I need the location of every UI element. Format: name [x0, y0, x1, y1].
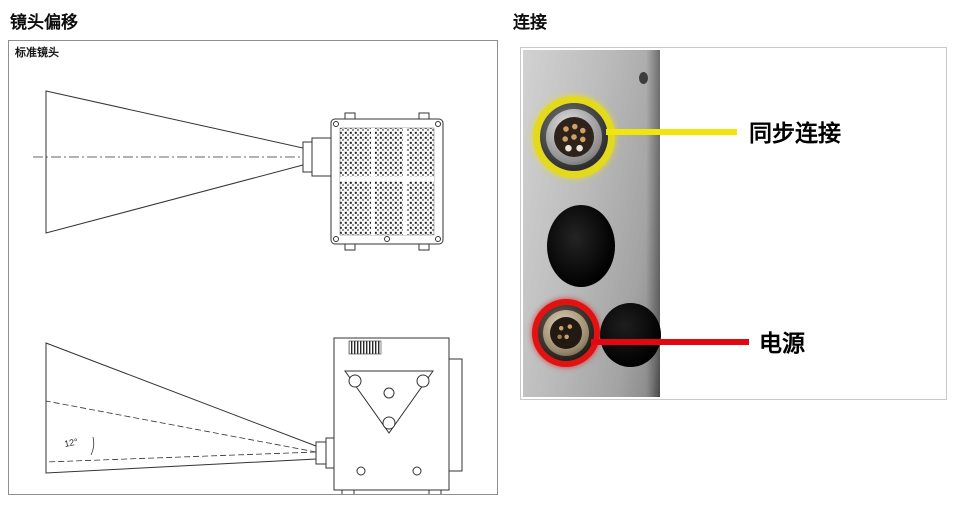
power-connector-pins [550, 317, 582, 349]
connection-title: 连接 [513, 13, 547, 32]
power-connector [532, 299, 600, 367]
power-label: 电源 [759, 330, 805, 356]
sync-connector [533, 96, 615, 178]
sync-label: 同步连接 [749, 120, 841, 146]
photo-edge-shadow [646, 50, 660, 397]
sync-callout-line [606, 129, 737, 135]
side-view-drawing: 12° [45, 337, 463, 494]
standard-lens-label: 标准镜头 [15, 47, 59, 59]
lens-shift-title: 镜头偏移 [10, 13, 78, 32]
angle-label: 12° [63, 436, 79, 448]
middle-port-cap [547, 205, 615, 287]
power-callout-line [591, 339, 749, 345]
sync-connector-pins [554, 117, 594, 157]
connector-photo-box: 同步连接 电源 [520, 47, 947, 400]
lens-shift-diagram-box: 标准镜头 [8, 40, 498, 495]
panel-hole [639, 72, 648, 84]
top-view-drawing [33, 90, 444, 251]
right-port-cap [600, 303, 661, 367]
lens-shift-drawing: 12° [33, 90, 463, 494]
